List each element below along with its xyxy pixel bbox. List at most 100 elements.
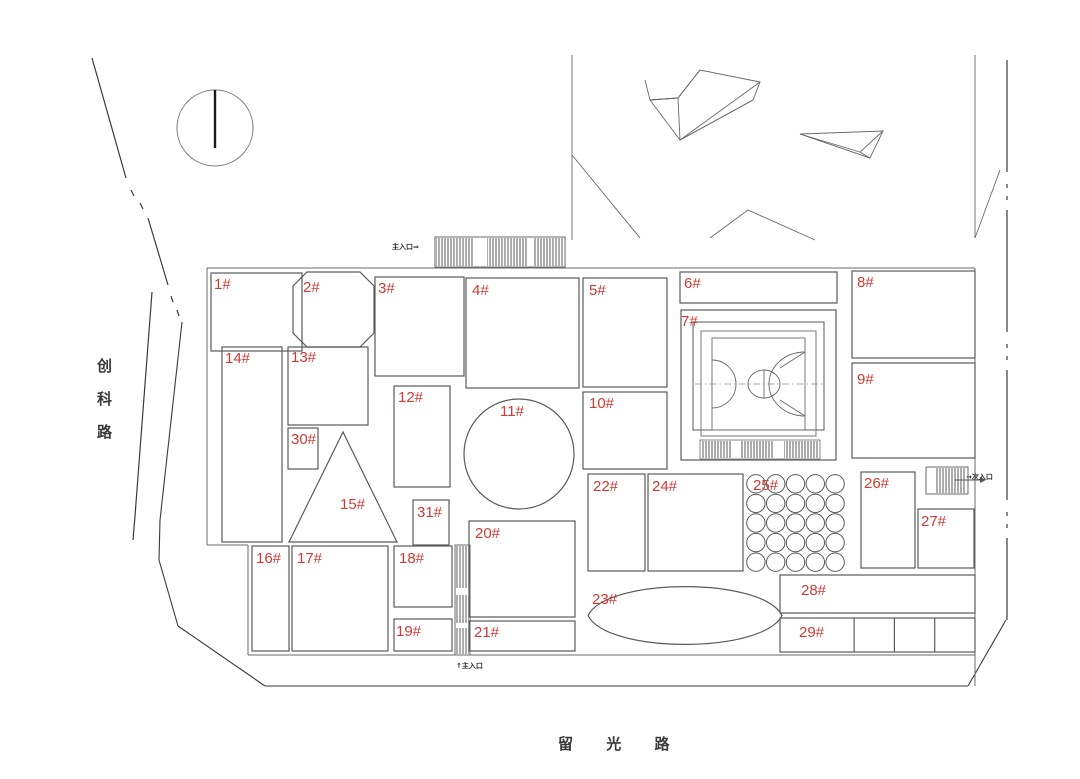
- building-14-outline: [221, 346, 283, 543]
- building-label-16: 16#: [256, 550, 282, 567]
- building-25-cell: [785, 474, 806, 494]
- building-16-outline: [251, 545, 290, 652]
- building-10: [582, 391, 668, 470]
- building-label-18: 18#: [399, 550, 425, 567]
- entrance-label-main-south: ↑主入口: [456, 662, 483, 670]
- context-polygon-a: [644, 69, 761, 141]
- building-25-cell: [825, 513, 845, 533]
- building-25-cell: [825, 493, 845, 514]
- building-25-cell: [785, 552, 806, 572]
- building-label-15: 15#: [340, 496, 366, 513]
- building-label-7: 7#: [681, 313, 698, 330]
- building-19: [393, 618, 453, 652]
- building-label-26: 26#: [864, 475, 890, 492]
- building-30: [287, 427, 319, 470]
- building-5: [582, 277, 668, 388]
- building-27-outline: [917, 508, 975, 569]
- road-label-liuguang: 留 光 路: [558, 735, 684, 753]
- building-1: [210, 272, 303, 352]
- building-26-outline: [860, 471, 916, 569]
- context-polygon-b: [799, 130, 884, 159]
- building-label-13: 13#: [291, 349, 317, 366]
- building-11-outline: [463, 398, 575, 510]
- building-25-cell: [746, 552, 766, 572]
- building-label-17: 17#: [297, 550, 323, 567]
- building-22: [587, 473, 646, 572]
- building-label-24: 24#: [652, 478, 678, 495]
- building-label-20: 20#: [475, 525, 501, 542]
- building-label-4: 4#: [472, 282, 489, 299]
- building-17-outline: [291, 545, 389, 652]
- building-label-25: 25#: [753, 477, 779, 494]
- building-12-outline: [393, 385, 451, 488]
- building-25-cell: [785, 513, 806, 533]
- building-label-5: 5#: [589, 282, 606, 299]
- building-label-22: 22#: [593, 478, 619, 495]
- entrance-hatch-north: [434, 236, 566, 268]
- basketball-court-markings: [695, 330, 824, 437]
- building-25-cell: [746, 532, 766, 553]
- building-25-cell: [766, 493, 786, 514]
- building-25-cell: [805, 513, 825, 533]
- building-25: [746, 474, 845, 572]
- building-25-cell: [746, 493, 766, 514]
- entrance-label-main-north: 主入口⇒: [392, 243, 419, 251]
- entrance-hatch-south: [454, 544, 471, 656]
- building-label-28: 28#: [801, 582, 827, 599]
- building-label-6: 6#: [684, 275, 701, 292]
- building-28-outline: [779, 574, 976, 614]
- building-9-outline: [851, 362, 976, 459]
- building-30-outline: [287, 427, 319, 470]
- building-7-outline: [680, 309, 837, 461]
- building-label-1: 1#: [214, 276, 231, 293]
- building-15-outline: [288, 430, 398, 543]
- building-27: [917, 508, 975, 569]
- buildings-layer: [210, 270, 976, 653]
- building-20-outline: [468, 520, 576, 618]
- building-25-cell: [785, 532, 806, 553]
- building-16: [251, 545, 290, 652]
- building-label-21: 21#: [474, 624, 500, 641]
- court-hatch-strip: [699, 439, 821, 460]
- property-boundary-west: [158, 321, 1007, 687]
- building-5-outline: [582, 277, 668, 388]
- building-28: [779, 574, 976, 614]
- context-landscape-lines: [571, 55, 1001, 241]
- building-label-27: 27#: [921, 513, 947, 530]
- building-21-outline: [468, 620, 576, 652]
- building-24-outline: [647, 473, 744, 572]
- building-label-9: 9#: [857, 371, 874, 388]
- building-25-cell: [746, 513, 766, 533]
- building-31: [412, 499, 450, 546]
- building-label-10: 10#: [589, 395, 615, 412]
- building-label-19: 19#: [396, 623, 422, 640]
- building-22-outline: [587, 473, 646, 572]
- building-13-outline: [287, 346, 369, 426]
- building-8-outline: [851, 270, 976, 359]
- building-8: [851, 270, 976, 359]
- building-25-cell: [766, 552, 786, 572]
- building-13: [287, 346, 369, 426]
- building-23: [587, 586, 783, 645]
- building-23-outline: [587, 586, 783, 645]
- property-boundary: [91, 57, 180, 541]
- building-29: [779, 617, 976, 653]
- building-25-cell: [805, 493, 825, 514]
- building-label-14: 14#: [225, 350, 251, 367]
- building-15: [288, 430, 398, 543]
- building-11: [463, 398, 575, 510]
- building-19-outline: [393, 618, 453, 652]
- building-25-cell: [825, 532, 845, 553]
- building-label-8: 8#: [857, 274, 874, 291]
- building-25-cell: [766, 532, 786, 553]
- site-interior-frame: [206, 267, 976, 686]
- building-6-outline: [679, 271, 838, 304]
- building-25-cell: [825, 474, 845, 494]
- building-label-29: 29#: [799, 624, 825, 641]
- building-25-cell: [785, 493, 806, 514]
- building-3-outline: [374, 276, 465, 377]
- building-label-12: 12#: [398, 389, 424, 406]
- building-10-outline: [582, 391, 668, 470]
